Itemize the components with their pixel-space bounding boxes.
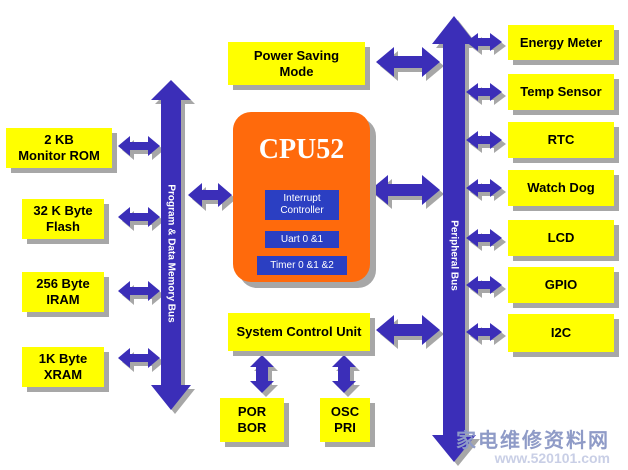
osc-arrow: [332, 355, 356, 393]
cpu-block: CPU52 Interrupt Controller Uart 0 &1 Tim…: [233, 112, 370, 282]
xram-box: 1K Byte XRAM: [22, 347, 104, 387]
cpu-title: CPU52: [258, 134, 345, 165]
scu-arrow: [376, 315, 440, 345]
system-control-box: System Control Unit: [228, 313, 370, 351]
power-arrow: [376, 47, 440, 77]
i2c-arrow: [466, 323, 502, 341]
interrupt-controller: Interrupt Controller: [265, 190, 339, 220]
osc-pri-box: OSC PRI: [320, 398, 370, 442]
energy-meter-box: Energy Meter: [508, 25, 614, 60]
xram-arrow: [118, 348, 160, 368]
cpu-membus-arrow: [188, 183, 232, 207]
por-bor-box: POR BOR: [220, 398, 284, 442]
cpu-periph-arrow: [370, 175, 440, 205]
temp-arrow: [466, 83, 502, 101]
lcd-arrow: [466, 229, 502, 247]
watchdog-arrow: [466, 179, 502, 197]
memory-bus-arrow: [151, 80, 191, 410]
gpio-arrow: [466, 276, 502, 294]
energy-arrow: [466, 33, 502, 51]
rtc-box: RTC: [508, 122, 614, 158]
iram-box: 256 Byte IRAM: [22, 272, 104, 312]
watermark-cn: 家电维修资料网: [456, 430, 610, 452]
iram-arrow: [118, 281, 160, 301]
flash-box: 32 K Byte Flash: [22, 199, 104, 239]
rom-arrow: [118, 136, 160, 156]
memory-bus-label: Program & Data Memory Bus: [165, 184, 177, 323]
watermark-url: www.520101.com: [494, 450, 610, 466]
timer-block: Timer 0 &1 &2: [257, 256, 347, 275]
flash-arrow: [118, 207, 160, 227]
gpio-box: GPIO: [508, 267, 614, 303]
lcd-box: LCD: [508, 220, 614, 256]
watchdog-box: Watch Dog: [508, 170, 614, 206]
peripheral-bus-arrow: [432, 16, 476, 462]
i2c-box: I2C: [508, 314, 614, 352]
por-arrow: [250, 355, 274, 393]
rtc-arrow: [466, 131, 502, 149]
uart-block: Uart 0 &1: [265, 231, 339, 248]
peripheral-bus-label: Peripheral Bus: [448, 220, 460, 291]
monitor-rom-box: 2 KB Monitor ROM: [6, 128, 112, 168]
power-saving-box: Power Saving Mode: [228, 42, 365, 85]
temp-sensor-box: Temp Sensor: [508, 74, 614, 110]
